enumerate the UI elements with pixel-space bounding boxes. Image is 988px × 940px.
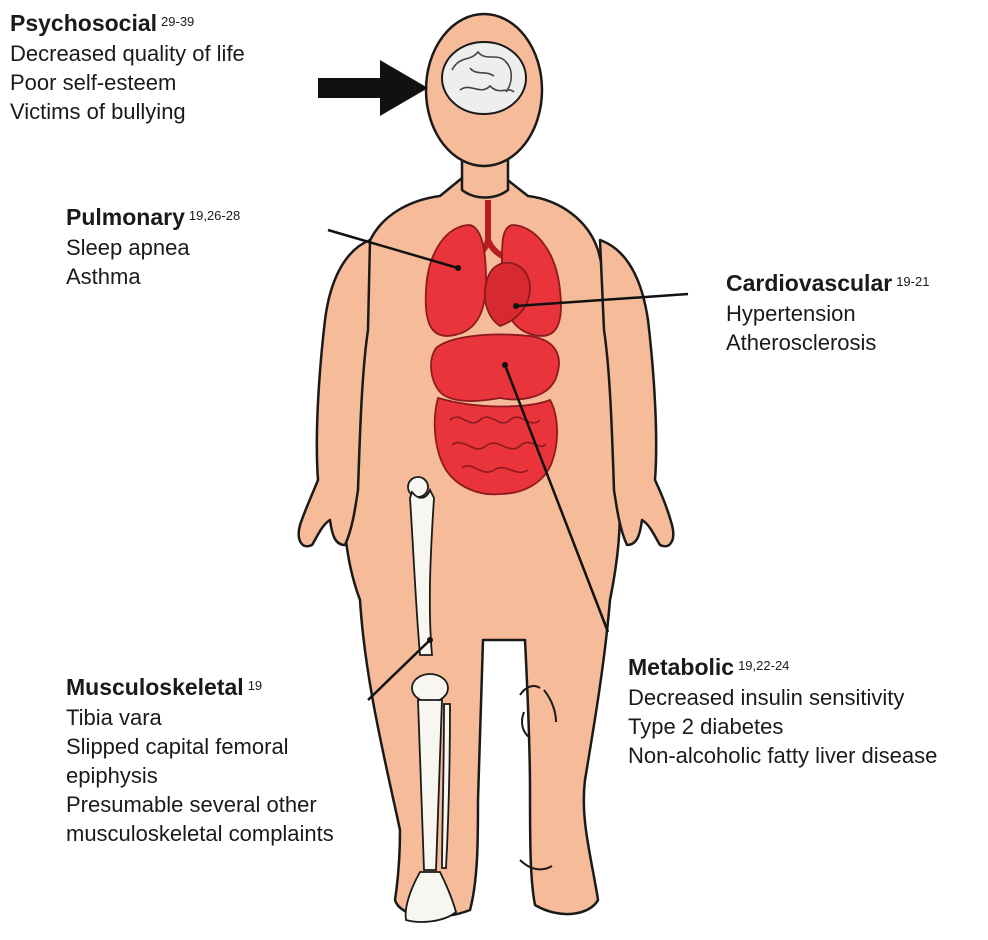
cardiovascular-item: Hypertension [726,299,929,328]
brain [442,42,526,114]
pulmonary-item: Sleep apnea [66,233,240,262]
musculoskeletal-item: Tibia vara [66,703,334,732]
psychosocial-item: Victims of bullying [10,97,245,126]
organs [426,200,561,494]
musculoskeletal-item: Presumable several other [66,790,334,819]
psychosocial-item: Decreased quality of life [10,39,245,68]
metabolic-item: Decreased insulin sensitivity [628,683,937,712]
pulmonary-item: Asthma [66,262,240,291]
musculoskeletal-item: Slipped capital femoral [66,732,334,761]
metabolic-item: Non-alcoholic fatty liver disease [628,741,937,770]
musculoskeletal-item: epiphysis [66,761,334,790]
psychosocial-item: Poor self-esteem [10,68,245,97]
brain-arrow [318,60,428,116]
musculoskeletal-item: musculoskeletal complaints [66,819,334,848]
cardiovascular-item: Atherosclerosis [726,328,929,357]
patella [412,674,448,702]
metabolic-item: Type 2 diabetes [628,712,937,741]
liver-stomach [431,335,559,402]
